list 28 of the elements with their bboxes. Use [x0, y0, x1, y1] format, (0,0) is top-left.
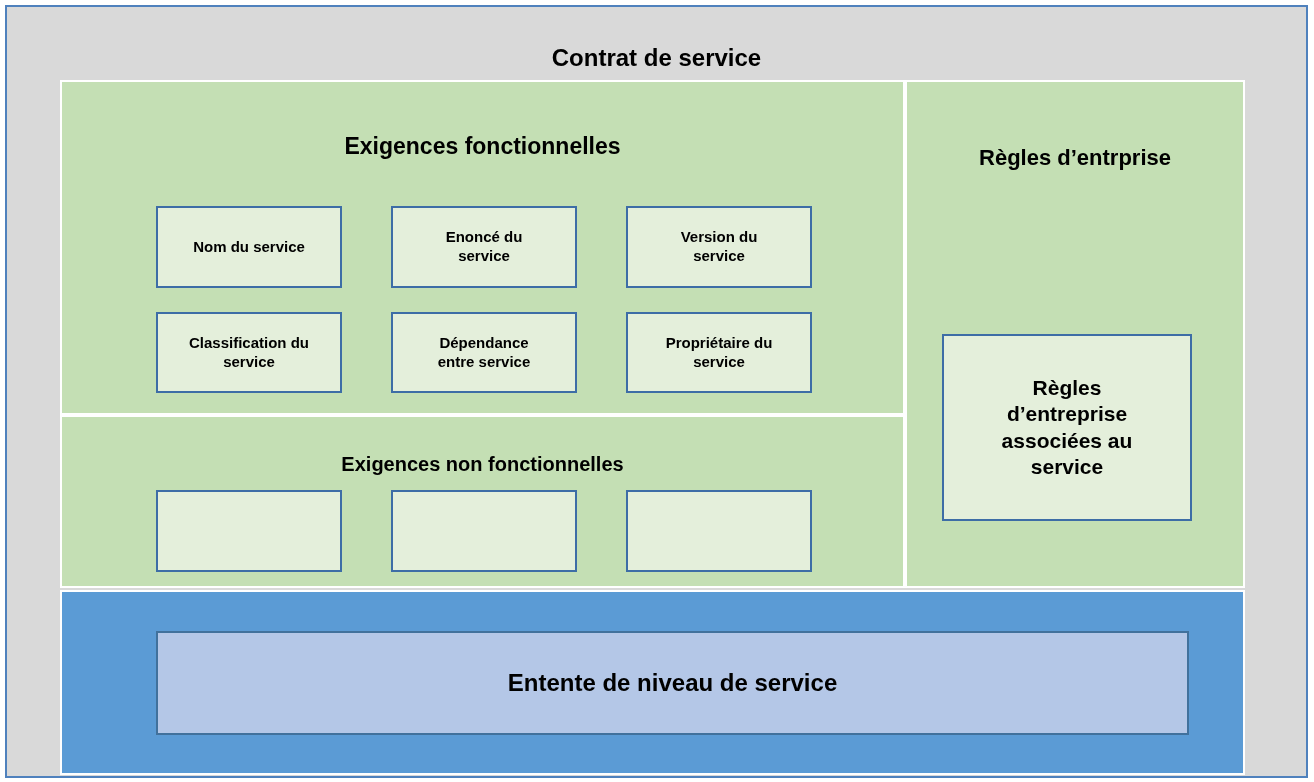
section-panel	[905, 80, 1245, 588]
section-panel	[60, 80, 905, 415]
band-panel	[60, 590, 1245, 775]
box-label: Enoncé du service	[444, 228, 524, 266]
contract-panel	[5, 5, 1308, 778]
box-label: Propriétaire du service	[664, 333, 774, 372]
empty-box	[391, 490, 577, 572]
field-box	[156, 312, 342, 393]
field-box	[391, 206, 577, 288]
panel-heading: Exigences non fonctionnelles	[340, 452, 625, 477]
agreement-box	[156, 631, 1189, 735]
empty-box	[156, 490, 342, 572]
box-label: Entente de niveau de service	[506, 668, 839, 698]
empty-box	[626, 490, 812, 572]
panel-heading: Exigences fonctionnelles	[343, 132, 622, 161]
box-label: Version du service	[679, 228, 759, 266]
field-box	[391, 312, 577, 393]
field-box	[626, 312, 812, 393]
box-label: Règles d’entreprise associées au service	[1000, 375, 1134, 480]
field-box	[626, 206, 812, 288]
field-box	[156, 206, 342, 288]
section-panel	[60, 415, 905, 588]
field-box	[942, 334, 1192, 521]
box-label: Dépendance entre service	[436, 333, 532, 372]
panel-heading: Contrat de service	[550, 43, 763, 73]
panel-heading: Règles d’entrprise	[978, 144, 1172, 172]
box-label: Classification du service	[188, 333, 310, 372]
box-label: Nom du service	[192, 237, 306, 257]
